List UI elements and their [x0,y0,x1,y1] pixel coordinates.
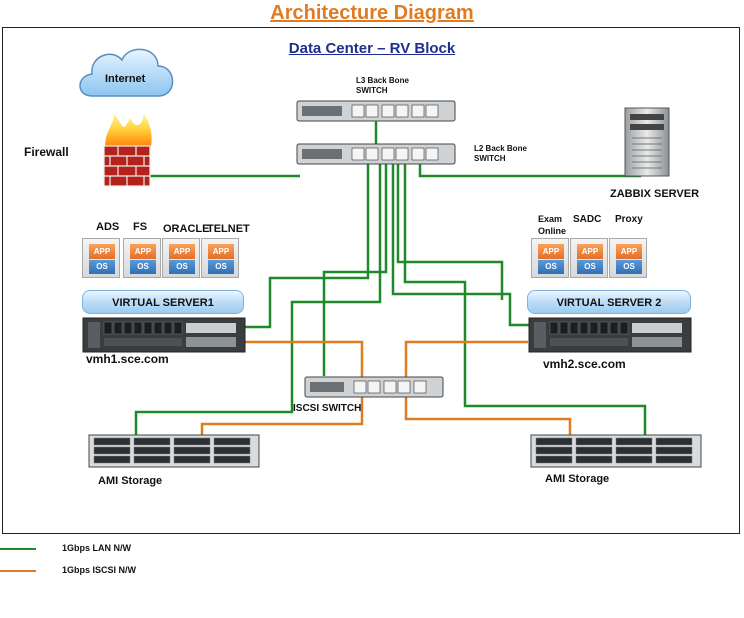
app-os-tile: APP OS [609,238,647,278]
rack-server-icon [528,317,692,353]
server-tower-icon [624,107,670,177]
lan-links [134,118,647,437]
l2-to-storage-right-link [403,163,647,437]
l2-to-vmh1-link-b [134,163,382,437]
iscsi-links [200,340,572,437]
app-label-oracle: ORACLE [163,223,210,235]
storage-array-icon [88,434,260,468]
diagram-frame [2,27,740,534]
app-badge: APP [89,244,115,259]
app-label-telnet: TELNET [207,223,250,235]
os-badge: OS [89,260,115,274]
app-badge: APP [616,244,642,259]
os-badge: OS [208,260,234,274]
storage-left-label: AMI Storage [98,475,163,487]
app-badge: APP [538,244,564,259]
diagram-title: Architecture Diagram [270,2,474,24]
app-os-tile: APP OS [123,238,161,278]
diagram-subtitle: Data Center – RV Block [288,40,456,57]
firewall-label: Firewall [24,145,69,159]
lan-legend-label: 1Gbps LAN N/W [62,543,131,553]
app-label-sadc: SADC [573,214,602,225]
os-badge: OS [538,260,564,274]
firewall-icon [103,114,152,187]
virtual-server-1-bar: VIRTUAL SERVER1 [82,290,244,314]
app-os-tile: APP OS [162,238,200,278]
l2-to-vmh1-link-a [244,163,370,329]
l2-switch-icon [296,143,456,165]
app-label-proxy: Proxy [615,214,643,225]
l2-to-vmh2-link-a [391,163,530,327]
storage-right-label: AMI Storage [545,473,610,485]
rack-server-icon [82,317,246,353]
cloud-icon [79,48,174,97]
l2-to-iscsi-link [322,163,388,376]
app-badge: APP [208,244,234,259]
l3-switch-label-line1: L3 Back Bone [356,76,409,85]
app-label-ads: ADS [96,221,120,233]
app-os-tile: APP OS [570,238,608,278]
iscsi-legend-swatch [0,570,36,572]
os-badge: OS [169,260,195,274]
vmh1-hostname: vmh1.sce.com [86,352,169,366]
lan-legend-swatch [0,548,36,550]
l2-switch-label: L2 Back Bone SWITCH [474,144,527,164]
iscsi-to-storage-right-link [404,396,572,437]
l3-switch-label-line2: SWITCH [356,86,388,95]
vmh2-hostname: vmh2.sce.com [543,357,626,371]
iscsi-switch-icon [304,376,444,398]
app-os-tile: APP OS [201,238,239,278]
vmh1-to-iscsi-link [244,340,364,378]
zabbix-server-label: ZABBIX SERVER [610,188,700,200]
app-label-fs: FS [133,221,148,233]
app-badge: APP [577,244,603,259]
os-badge: OS [130,260,156,274]
iscsi-switch-label: ISCSI SWITCH [293,403,362,414]
storage-array-icon [530,434,702,468]
l2-to-vmh2-link-b [396,163,504,300]
app-badge: APP [169,244,195,259]
iscsi-to-storage-left-link [200,396,364,437]
l2-switch-label-line2: SWITCH [474,154,506,163]
app-os-tile: APP OS [531,238,569,278]
os-badge: OS [577,260,603,274]
virtual-server-2-bar: VIRTUAL SERVER 2 [527,290,691,314]
l3-switch-icon [296,100,456,122]
iscsi-legend-label: 1Gbps ISCSI N/W [62,565,137,575]
vmh2-to-iscsi-link [404,340,528,378]
app-label-exam-online: Exam Online [538,214,567,236]
os-badge: OS [616,260,642,274]
l3-switch-label: L3 Back Bone SWITCH [356,76,409,96]
app-badge: APP [130,244,156,259]
internet-label: Internet [105,73,146,85]
l2-switch-label-line1: L2 Back Bone [474,144,527,153]
app-os-tile: APP OS [82,238,120,278]
